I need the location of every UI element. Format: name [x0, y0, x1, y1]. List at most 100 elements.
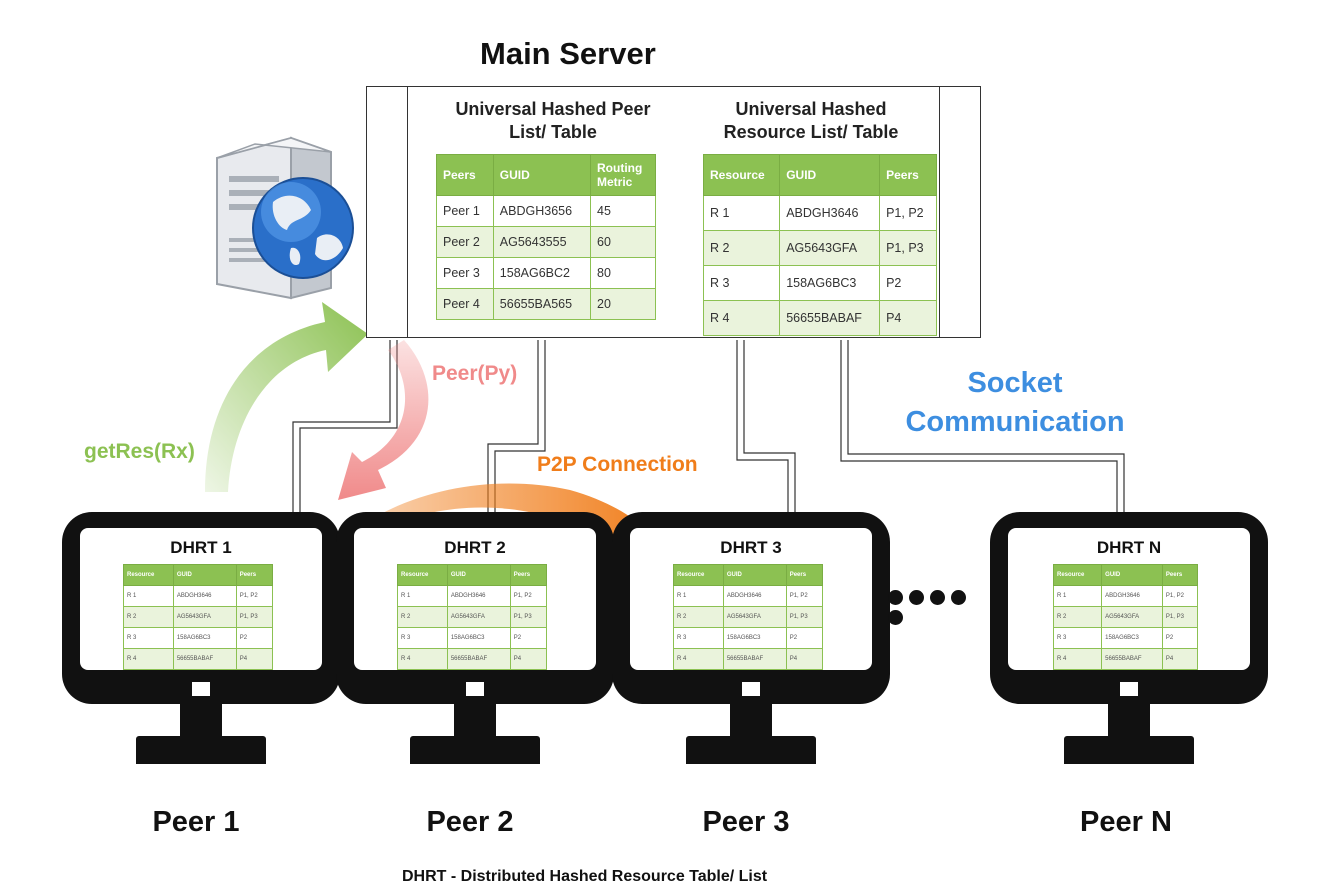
table-cell: 56655BABAF — [446, 648, 511, 670]
get-res-arrow — [205, 302, 368, 492]
table-cell: R 2 — [702, 230, 781, 266]
table-cell: R 3 — [1052, 627, 1103, 649]
table-cell: P1, P3 — [1161, 606, 1199, 628]
socket-line-peer3 — [736, 340, 796, 520]
table-cell: ABDGH3646 — [172, 585, 237, 607]
monitor-base — [1064, 736, 1194, 764]
table-header: Peers — [235, 564, 274, 586]
table-cell: P2 — [235, 627, 274, 649]
table-cell: AG5643GFA — [779, 230, 881, 266]
table-cell: P4 — [1161, 648, 1199, 670]
table-cell: Peer 4 — [436, 288, 494, 320]
table-cell: P4 — [235, 648, 274, 670]
table-cell: 60 — [590, 226, 656, 258]
table-cell: P1, P2 — [1161, 585, 1199, 607]
monitor-neck — [1108, 704, 1150, 736]
table-cell: R 1 — [673, 585, 724, 607]
main-server-title: Main Server — [480, 36, 656, 71]
table-header: GUID — [172, 564, 237, 586]
table-row: Peer 1 ABDGH3656 45 — [436, 195, 656, 227]
table-cell: ABDGH3646 — [446, 585, 511, 607]
table-row: R 2 AG5643GFA P1, P3 — [702, 230, 937, 266]
table-cell: AG5643GFA — [1101, 606, 1163, 628]
table-cell: ABDGH3646 — [1101, 585, 1163, 607]
table-cell: R 1 — [1052, 585, 1103, 607]
table-cell: 56655BABAF — [172, 648, 237, 670]
monitor-neck — [454, 704, 496, 736]
table-cell: 158AG6BC3 — [722, 627, 787, 649]
table-cell: R 2 — [123, 606, 174, 628]
table-cell: R 2 — [397, 606, 448, 628]
monitor-power-button — [192, 682, 210, 696]
table-cell: ABDGH3646 — [779, 195, 881, 231]
server-globe-icon — [216, 136, 354, 300]
table-cell: P2 — [1161, 627, 1199, 649]
table-cell: R 1 — [702, 195, 781, 231]
table-cell: AG5643GFA — [722, 606, 787, 628]
socket-line-peerN — [840, 340, 1125, 520]
table-cell: P4 — [785, 648, 824, 670]
table-cell: R 1 — [397, 585, 448, 607]
table-cell: ABDGH3646 — [722, 585, 787, 607]
table-cell: Peer 2 — [436, 226, 494, 258]
table-cell: P1, P2 — [509, 585, 548, 607]
table-cell: AG5643GFA — [446, 606, 511, 628]
resource-table-col-peers: Peers — [879, 154, 937, 196]
peer-label-2: Peer 2 — [426, 806, 514, 838]
dhrt-label: DHRT 2 — [444, 538, 506, 557]
table-cell: 80 — [590, 257, 656, 289]
dhrt-label: DHRT N — [1096, 538, 1162, 557]
table-cell: ABDGH3656 — [492, 195, 592, 227]
table-row: R 4 56655BABAF P4 — [702, 300, 937, 336]
table-cell: P1, P2 — [879, 195, 937, 231]
resource-table-col-guid: GUID — [779, 154, 881, 196]
resource-table-heading: Universal Hashed Resource List/ Table — [723, 99, 899, 142]
table-cell: P1, P3 — [235, 606, 274, 628]
socket-line-peer1 — [292, 340, 398, 520]
table-header: GUID — [1101, 564, 1163, 586]
table-cell: R 3 — [702, 265, 781, 301]
peer-label-1: Peer 1 — [152, 806, 240, 838]
table-cell: R 3 — [673, 627, 724, 649]
table-row: R 1 ABDGH3646 P1, P2 — [702, 195, 937, 231]
peer-label-n: Peer N — [1080, 806, 1172, 838]
table-cell: 158AG6BC3 — [172, 627, 237, 649]
peer-py-arrow — [338, 340, 429, 500]
table-cell: R 1 — [123, 585, 174, 607]
peer-table: Peers GUID Routing Metric Peer 1 ABDGH36… — [436, 154, 656, 320]
peer-table-col-metric: Routing Metric — [590, 154, 656, 196]
table-cell: P2 — [879, 265, 937, 301]
table-cell: P4 — [509, 648, 548, 670]
table-cell: R 2 — [1052, 606, 1103, 628]
p2p-connection-label: P2P Connection — [537, 453, 698, 476]
get-res-label: getRes(Rx) — [84, 440, 195, 463]
table-row: Peer 4 56655BA565 20 — [436, 288, 656, 320]
table-cell: AG5643GFA — [172, 606, 237, 628]
monitor-power-button — [742, 682, 760, 696]
table-header: Resource — [123, 564, 174, 586]
table-cell: 158AG6BC3 — [446, 627, 511, 649]
peer-py-label: Peer(Py) — [432, 362, 518, 385]
peer-table-col-guid: GUID — [492, 154, 592, 196]
p2p-arrow — [300, 483, 664, 590]
table-cell: 158AG6BC2 — [492, 257, 592, 289]
table-cell: P1, P2 — [785, 585, 824, 607]
table-cell: R 3 — [123, 627, 174, 649]
table-header: Peers — [509, 564, 548, 586]
ellipsis-dots — [888, 590, 988, 625]
table-header: GUID — [722, 564, 787, 586]
table-cell: P1, P2 — [235, 585, 274, 607]
table-cell: R 4 — [397, 648, 448, 670]
socket-communication-label: Socket Communication — [905, 367, 1125, 438]
